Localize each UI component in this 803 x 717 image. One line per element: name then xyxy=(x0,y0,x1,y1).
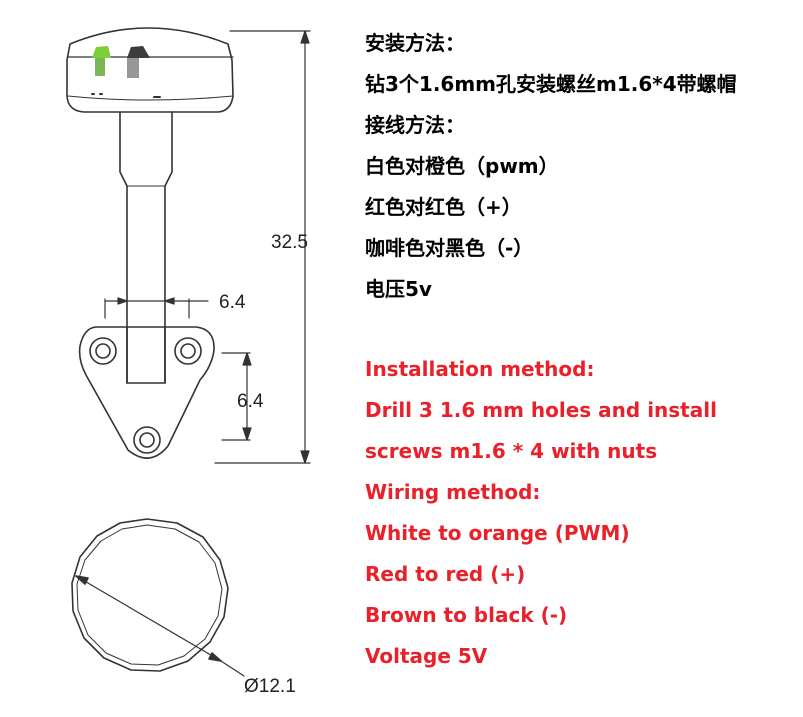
cn-wiring-white: 白色对橙色（pwm） xyxy=(365,154,559,178)
mounting-base xyxy=(78,326,215,459)
chinese-instructions: 安装方法： 钻3个1.6mm孔安装螺丝m1.6*4带螺帽 接线方法： 白色对橙色… xyxy=(365,28,795,315)
height-dimension-label: 32.5 xyxy=(271,232,308,253)
technical-drawing: 32.5 6.4 6.4 Ø12.1 xyxy=(66,27,311,697)
mount-hole-left xyxy=(89,337,117,365)
english-instructions: Installation method: Drill 3 1.6 mm hole… xyxy=(365,354,795,682)
en-voltage: Voltage 5V xyxy=(365,644,488,668)
stem-width-dimension xyxy=(104,297,209,319)
en-install-heading: Installation method: xyxy=(365,357,595,381)
led-housing xyxy=(66,27,234,113)
led-dark-icon xyxy=(127,46,150,78)
diameter-dimension-label: Ø12.1 xyxy=(244,676,296,697)
hole-spacing-dimension xyxy=(221,352,252,441)
en-wiring-white: White to orange (PWM) xyxy=(365,521,630,545)
en-wiring-red: Red to red (+) xyxy=(365,562,526,586)
stem-width-dimension-label: 6.4 xyxy=(219,292,246,313)
mount-hole-bottom xyxy=(133,426,161,454)
led-green-icon xyxy=(92,46,111,76)
en-wiring-heading: Wiring method: xyxy=(365,480,541,504)
top-view xyxy=(71,518,245,677)
stem xyxy=(119,111,173,384)
cn-install-heading: 安装方法： xyxy=(365,31,465,55)
cn-install-text: 钻3个1.6mm孔安装螺丝m1.6*4带螺帽 xyxy=(365,72,737,96)
cn-wiring-red: 红色对红色（+） xyxy=(365,195,522,219)
cn-wiring-brown: 咖啡色对黑色（-） xyxy=(365,236,534,260)
cn-voltage: 电压5v xyxy=(365,277,432,301)
en-install-text-1: Drill 3 1.6 mm holes and install xyxy=(365,398,717,422)
cn-wiring-heading: 接线方法： xyxy=(365,113,465,137)
hole-spacing-dimension-label: 6.4 xyxy=(237,391,264,412)
height-dimension xyxy=(214,30,311,464)
en-wiring-brown: Brown to black (-) xyxy=(365,603,568,627)
en-install-text-2: screws m1.6 * 4 with nuts xyxy=(365,439,658,463)
mount-hole-right xyxy=(174,337,202,365)
